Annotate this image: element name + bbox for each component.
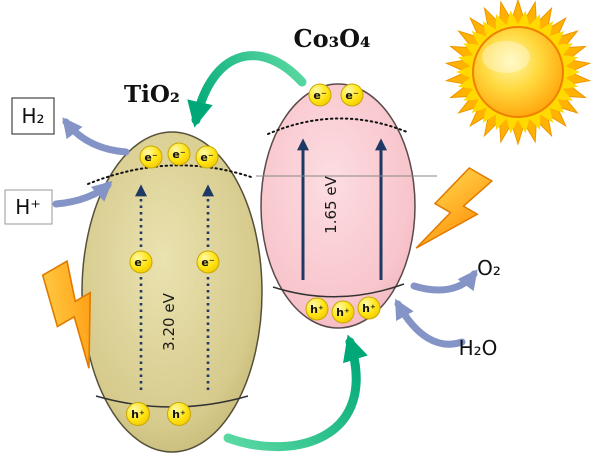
electron-badge: e⁻ [167,142,191,166]
co3o4-particle: 1.65 eV e⁻ e⁻ h⁺ h⁺ h⁺ [260,83,416,329]
tio2-particle: 3.20 eV e⁻ e⁻ e⁻ e⁻ e⁻ h⁺ h⁺ [81,131,263,453]
hole-transfer-arrow-bottom [223,334,368,452]
h2o-label: H₂O [459,336,498,360]
electron-label: e⁻ [144,151,157,164]
electron-transfer-arrow-top [187,51,307,128]
h2-evolution-arrow [62,117,130,156]
hole-label: h⁺ [131,408,145,421]
electron-badge: e⁻ [340,83,364,107]
sun-highlight [482,41,530,73]
h-plus-label: H⁺ [15,195,41,219]
hole-badge: h⁺ [331,300,355,324]
sun-icon [444,0,592,146]
electron-badge: e⁻ [139,145,163,169]
electron-label: e⁻ [200,151,213,164]
co3o4-bandgap-label: 1.65 eV [322,175,340,233]
sun-body [472,26,564,118]
hole-badge: h⁺ [167,402,191,426]
hole-label: h⁺ [336,306,350,319]
h2-box [11,97,55,135]
electron-label: e⁻ [201,256,214,269]
h-plus-badge: H⁺ [4,189,53,225]
h-plus-box [4,189,53,225]
electron-label: e⁻ [313,89,326,102]
co3o4-cb-level [267,117,408,135]
hole-badge: h⁺ [126,402,150,426]
electron-badge: e⁻ [195,145,219,169]
tio2-ellipse [81,131,263,453]
co3o4-vb-level [272,283,405,298]
o2-label: O₂ [477,256,501,280]
h2-badge: H₂ [11,97,55,135]
co3o4-label: Co₃O₄ [293,24,370,53]
hole-badge: h⁺ [357,296,381,320]
electron-label: e⁻ [345,89,358,102]
tio2-bandgap-label: 3.20 eV [160,292,178,350]
tio2-cb-level [87,164,255,185]
hole-label: h⁺ [172,408,186,421]
electron-badge: e⁻ [196,250,220,274]
electron-label: e⁻ [172,148,185,161]
o2-evolution-arrow [410,269,478,294]
h2o-oxidation-arrow [394,298,466,348]
hole-label: h⁺ [310,303,324,316]
hole-label: h⁺ [362,302,376,315]
electron-badge: e⁻ [308,83,332,107]
electron-label: e⁻ [134,256,147,269]
electron-badge: e⁻ [129,250,153,274]
h2-label: H₂ [21,104,44,128]
tio2-label: TiO₂ [124,81,180,108]
hole-badge: h⁺ [305,297,329,321]
proton-reduction-arrow [52,180,113,208]
